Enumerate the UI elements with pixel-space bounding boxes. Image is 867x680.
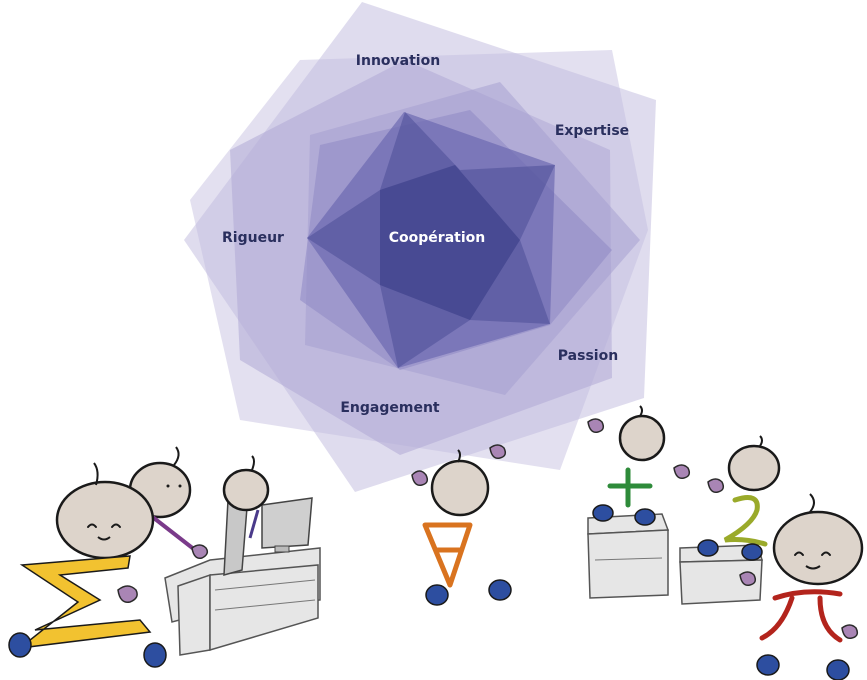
pi-symbol	[759, 589, 843, 643]
character-sigma	[8, 462, 167, 668]
character-back-right	[222, 455, 270, 539]
character-forall	[411, 444, 512, 606]
value-label-passion: Passion	[558, 348, 618, 364]
monitor-icon	[223, 494, 313, 577]
character-two	[697, 435, 781, 561]
values-polygon: Innovation Expertise Passion Engagement …	[184, 2, 656, 492]
right-group	[587, 405, 864, 680]
plus-symbol	[607, 467, 653, 508]
forall-symbol	[422, 522, 473, 588]
sigma-symbol	[17, 555, 152, 650]
two-symbol	[723, 495, 768, 547]
desk-left	[164, 547, 321, 656]
value-label-rigueur: Rigueur	[222, 230, 284, 246]
character-plus	[587, 405, 691, 526]
character-pi	[739, 493, 864, 680]
value-label-engagement: Engagement	[340, 400, 440, 416]
value-label-expertise: Expertise	[555, 123, 629, 139]
left-group	[8, 446, 321, 668]
center-label-cooperation: Coopération	[389, 230, 485, 246]
value-label-innovation: Innovation	[356, 53, 440, 69]
desk-right-1	[587, 513, 670, 599]
core-star	[307, 112, 555, 368]
